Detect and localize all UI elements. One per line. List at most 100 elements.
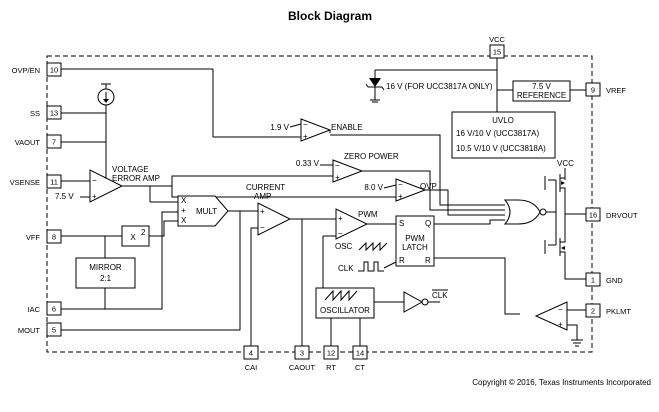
svg-text:CAOUT: CAOUT [289, 363, 316, 372]
svg-text:16: 16 [589, 211, 597, 220]
ovp-comparator: − + 8.0 V OVP [171, 176, 505, 216]
svg-text:6: 6 [52, 305, 56, 314]
svg-text:VFF: VFF [26, 233, 41, 242]
svg-text:−: − [335, 161, 340, 170]
pin-rt: 12 RT [323, 345, 339, 372]
oscillator-block: OSCILLATOR [315, 287, 404, 346]
svg-text:UVLO: UVLO [492, 116, 514, 125]
svg-text:CT: CT [355, 363, 365, 372]
pin-ovp-en: OVP/EN 10 [12, 62, 62, 77]
svg-text:MOUT: MOUT [18, 326, 40, 335]
svg-text:PWM: PWM [358, 210, 378, 219]
zero-power-comparator: − + 0.33 V ZERO POWER [296, 152, 505, 211]
svg-text:−: − [92, 176, 97, 185]
svg-text:REFERENCE: REFERENCE [517, 91, 566, 100]
svg-text:+: + [338, 214, 343, 223]
pin-vsense: VSENSE 11 [10, 174, 62, 189]
uvlo-block: UVLO 16 V/10 V (UCC3817A) 10.5 V/10 V (U… [451, 110, 556, 159]
svg-text:1.9 V: 1.9 V [270, 123, 289, 132]
svg-text:VCC: VCC [489, 35, 505, 44]
svg-text:CLK: CLK [432, 291, 448, 300]
svg-text:8.0 V: 8.0 V [364, 183, 383, 192]
svg-text:7.5 V: 7.5 V [532, 82, 551, 91]
enable-label: ENABLE [331, 123, 363, 132]
svg-text:4: 4 [249, 349, 253, 358]
copyright: Copyright © 2016, Texas Instruments Inco… [472, 378, 651, 387]
svg-text:ERROR AMP: ERROR AMP [112, 174, 160, 183]
svg-text:−: − [303, 120, 308, 129]
pin-mout: MOUT 5 [18, 322, 62, 337]
svg-text:X: X [181, 196, 187, 205]
svg-text:11: 11 [50, 178, 58, 187]
square-block: X 2 [61, 220, 178, 247]
svg-text:9: 9 [591, 86, 595, 95]
svg-text:1: 1 [591, 276, 595, 285]
svg-text:SS: SS [30, 109, 40, 118]
svg-text:7.5 V: 7.5 V [55, 192, 74, 201]
svg-text:−: − [558, 305, 563, 314]
svg-text:VREF: VREF [606, 86, 626, 95]
svg-text:12: 12 [327, 349, 335, 358]
svg-text:2: 2 [141, 228, 146, 237]
svg-text:0.33 V: 0.33 V [296, 159, 320, 168]
svg-text:−: − [338, 229, 343, 238]
pin-gnd: 1 GND [585, 272, 623, 287]
output-driver: VCC [544, 159, 586, 280]
svg-text:5: 5 [52, 326, 56, 335]
diagram-title: Block Diagram [288, 9, 372, 23]
svg-text:7: 7 [52, 138, 56, 147]
voltage-error-amp: − + VOLTAGE ERROR AMP 7.5 V [55, 141, 333, 203]
svg-text:16 V/10 V (UCC3817A): 16 V/10 V (UCC3817A) [456, 129, 539, 138]
svg-text:+: + [181, 206, 186, 215]
svg-text:OVP/EN: OVP/EN [12, 66, 40, 75]
reference-block: 7.5 V REFERENCE [497, 80, 586, 102]
svg-text:CLK: CLK [338, 264, 354, 273]
svg-text:DRVOUT: DRVOUT [606, 211, 638, 220]
ovp-label: OVP [420, 182, 437, 191]
svg-text:LATCH: LATCH [402, 243, 428, 252]
svg-text:OSC: OSC [335, 242, 353, 251]
osc-waveform: OSC [335, 241, 388, 252]
svg-text:X: X [181, 216, 187, 225]
svg-text:15: 15 [493, 48, 501, 57]
svg-text:10: 10 [50, 66, 58, 75]
svg-text:R: R [399, 256, 405, 265]
svg-text:+: + [303, 132, 308, 141]
svg-text:X: X [130, 233, 136, 242]
svg-text:+: + [398, 192, 403, 201]
pwm-latch: S Q PWM LATCH R R [395, 215, 520, 315]
current-amp: + − CURRENT AMP [61, 183, 336, 346]
svg-text:Q: Q [425, 219, 431, 228]
svg-text:OSCILLATOR: OSCILLATOR [320, 306, 370, 315]
pklmt-comparator: − + [534, 301, 586, 347]
svg-text:GND: GND [606, 276, 623, 285]
svg-text:−: − [398, 180, 403, 189]
svg-text:+: + [335, 173, 340, 182]
svg-text:RT: RT [326, 363, 336, 372]
pin-pklmt: 2 PKLMT [585, 303, 631, 318]
svg-text:VAOUT: VAOUT [15, 138, 41, 147]
pin-vaout: VAOUT 7 [15, 134, 62, 149]
svg-text:MULT: MULT [196, 207, 217, 216]
zero-power-label: ZERO POWER [344, 152, 399, 161]
multiplier: X + X MULT [177, 195, 258, 227]
zener-diode: 16 V (FOR UCC3817A ONLY) [365, 78, 493, 103]
svg-text:MIRROR: MIRROR [89, 263, 122, 272]
ss-current-source [61, 83, 115, 142]
zener-label: 16 V (FOR UCC3817A ONLY) [386, 82, 493, 91]
svg-text:S: S [399, 219, 404, 228]
enable-comparator: − + 1.9 V ENABLE [61, 68, 505, 206]
pin-iac: IAC 6 [27, 301, 62, 316]
nor-gate [503, 199, 556, 225]
pin-vref: 9 VREF [585, 82, 626, 97]
svg-text:R: R [425, 256, 431, 265]
svg-text:10.5 V/10 V (UCC3818A): 10.5 V/10 V (UCC3818A) [456, 144, 546, 153]
clk-waveform: CLK [338, 261, 397, 273]
svg-text:VSENSE: VSENSE [10, 178, 40, 187]
svg-text:+: + [260, 207, 265, 216]
svg-text:CAI: CAI [245, 363, 258, 372]
svg-text:2:1: 2:1 [100, 274, 112, 283]
svg-text:2: 2 [591, 307, 595, 316]
svg-text:AMP: AMP [254, 192, 271, 201]
